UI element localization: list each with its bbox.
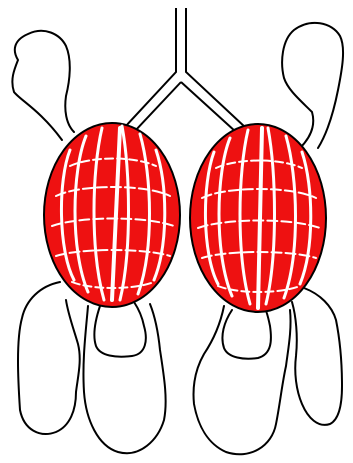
left-lower-inner-loop (94, 302, 145, 357)
left-lower-outer-loop (18, 282, 80, 434)
stem-right-line (186, 8, 246, 128)
stem-inner-left (134, 82, 181, 132)
stem-left-line (124, 8, 176, 128)
right-lower-far-loop (292, 288, 342, 425)
y-stem (124, 8, 246, 132)
right-upper-loop (282, 23, 343, 148)
right-lower-outer-loop (193, 306, 290, 454)
left-oval (44, 123, 180, 307)
left-upper-loop (12, 31, 74, 140)
stem-inner-right (181, 82, 236, 132)
right-oval (190, 124, 326, 312)
